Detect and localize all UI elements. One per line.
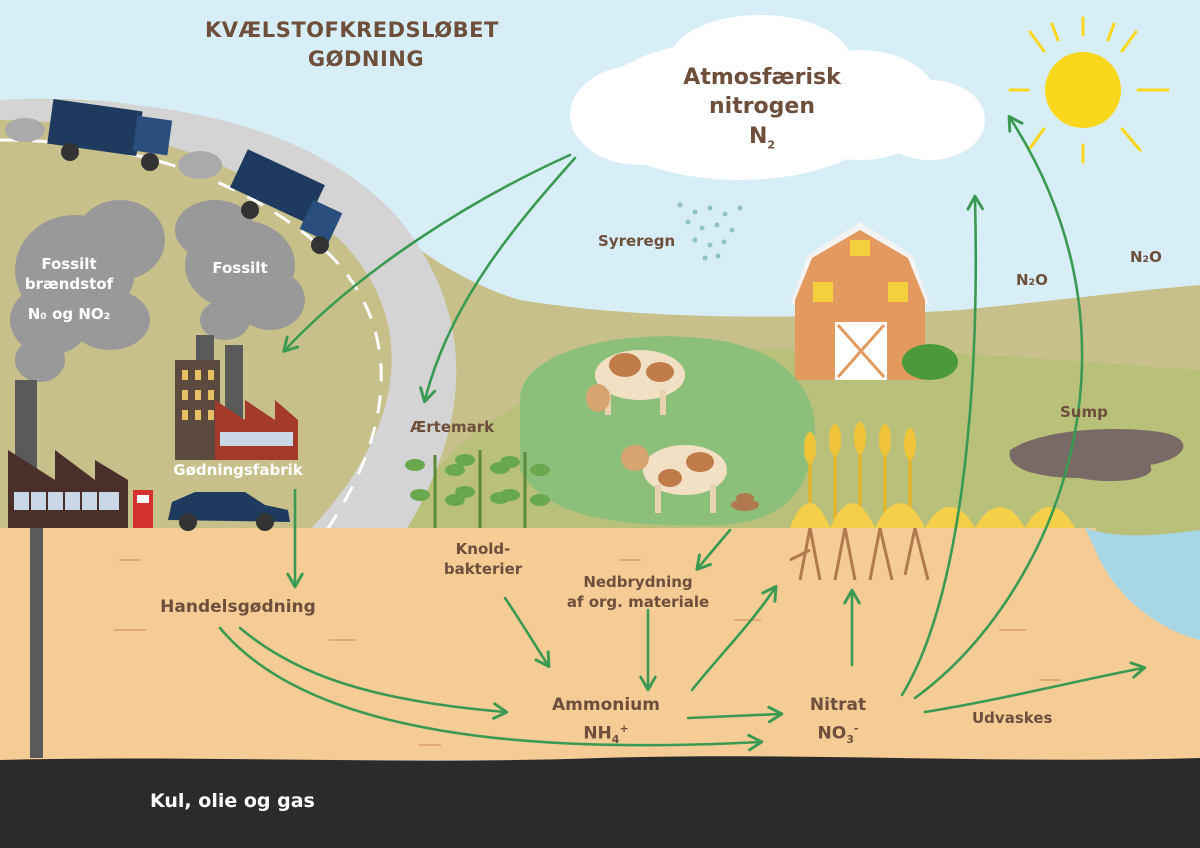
decomposition-label-1: Nedbrydning — [583, 573, 693, 591]
cloud-icon — [570, 15, 985, 180]
swamp-label: Sump — [1060, 403, 1108, 421]
fossil-label: Fossilt — [212, 259, 268, 277]
factory-icon — [8, 380, 128, 528]
smoke-cloud-right — [175, 200, 305, 340]
ammonium-formula: NH4+ — [583, 718, 628, 751]
smoke-cloud-left — [10, 200, 165, 382]
cow-icon — [621, 445, 727, 513]
sea — [1085, 528, 1200, 640]
ammonium-label: Ammonium — [551, 695, 661, 715]
n2o-label-left: N₂O — [1016, 271, 1048, 289]
n2o-label-right: N₂O — [1130, 248, 1162, 266]
no3-subscript: 3 — [846, 733, 854, 747]
nitrate-label: Nitrat — [809, 695, 867, 715]
truck-icon — [230, 149, 343, 254]
cow-icon — [586, 350, 685, 415]
nodule-bacteria-label-1: Knold- — [455, 540, 511, 558]
flow-arrows — [218, 115, 1147, 752]
pasture — [520, 336, 816, 526]
bedrock — [0, 756, 1200, 848]
n2-symbol: N — [748, 124, 768, 149]
fossil-fuel-label-3: N₀ og NO₂ — [27, 305, 111, 323]
nh-symbol: NH — [583, 723, 612, 744]
rain-icon — [677, 202, 743, 261]
fertilizer-factory-icon — [175, 335, 298, 460]
atmosphere-label-line-1: Atmosfærisk — [683, 65, 841, 90]
fossil-fuel-label-2: brændstof — [24, 275, 114, 293]
nh4-subscript: 4 — [611, 733, 620, 747]
fossil-fuel-label-1: Fossilt — [41, 255, 97, 273]
car-icon — [168, 492, 290, 531]
nodule-bacteria-label-2: bakterier — [443, 560, 523, 578]
road — [0, 99, 457, 540]
atmosphere-label-line-2: nitrogen — [708, 94, 816, 119]
n2-subscript: 2 — [767, 138, 776, 152]
pea-field-label: Ærtemark — [410, 418, 495, 436]
no3-superscript: - — [853, 722, 859, 735]
swamp-icon — [1009, 429, 1184, 482]
fertilizer-factory-label: Gødningsfabrik — [173, 461, 303, 479]
nh4-superscript: + — [619, 722, 629, 735]
barn-icon — [790, 222, 958, 380]
fuel-pump-icon — [133, 490, 153, 528]
dung-icon — [731, 493, 759, 511]
atmosphere-formula: N2 — [749, 122, 775, 159]
syreregn-label: Syreregn — [598, 232, 676, 250]
pipe — [30, 528, 43, 758]
decomposition-label-2: af org. materiale — [566, 593, 710, 611]
sun-icon — [1008, 16, 1170, 164]
commercial-fertilizer-label: Handelsgødning — [160, 597, 316, 617]
no-symbol: NO — [817, 723, 847, 744]
title-line-1: KVÆLSTOFKREDSLØBET — [205, 18, 499, 42]
wheat-icon — [789, 422, 1075, 581]
leaching-label: Udvaskes — [972, 709, 1053, 727]
title-line-2: GØDNING — [307, 47, 425, 71]
nitrate-formula: NO3- — [818, 718, 859, 751]
truck-icon — [47, 98, 173, 171]
pea-plant-icon — [405, 450, 550, 528]
bedrock-label: Kul, olie og gas — [150, 790, 315, 812]
